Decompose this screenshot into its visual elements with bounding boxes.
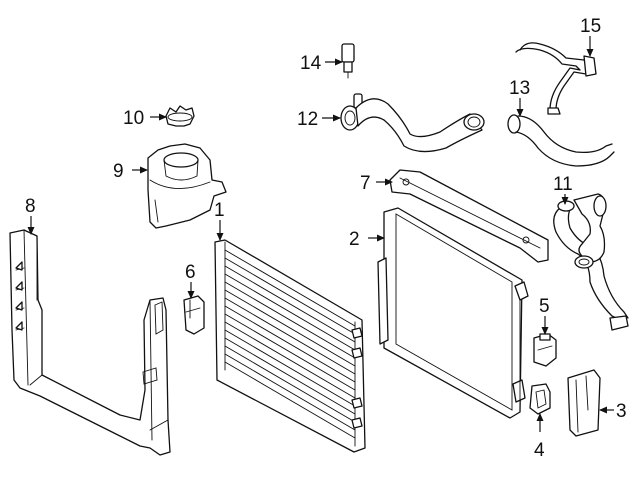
part-4-grommet[interactable] [529, 383, 551, 415]
part-13-lower-hose[interactable] [507, 114, 615, 167]
part-10-cap[interactable] [165, 105, 195, 127]
part-14-sensor[interactable] [341, 43, 355, 79]
callout-13: 13 [509, 78, 530, 99]
callout-7: 7 [360, 173, 371, 194]
callout-12: 12 [297, 109, 318, 130]
callout-3: 3 [616, 401, 627, 422]
part-2-radiator[interactable] [377, 207, 529, 419]
callout-4: 4 [534, 440, 545, 461]
part-7-upper-bracket[interactable] [389, 169, 549, 263]
callout-9: 9 [113, 161, 124, 182]
callout-labels: 1 2 3 4 5 6 7 8 9 10 11 12 13 14 15 [25, 16, 627, 461]
part-12-upper-hose[interactable] [340, 93, 485, 153]
callout-leaders [27, 36, 614, 432]
part-11-hose-assembly[interactable] [553, 193, 629, 331]
callout-5: 5 [539, 296, 550, 317]
part-15-pipe[interactable] [515, 42, 597, 115]
callout-15: 15 [580, 16, 601, 37]
callout-14: 14 [300, 53, 322, 74]
callout-6: 6 [185, 262, 196, 283]
part-6-bracket[interactable] [183, 295, 205, 335]
part-8-radiator-support[interactable] [9, 229, 171, 456]
part-5-sensor[interactable] [533, 333, 557, 367]
part-9-expansion-tank[interactable] [147, 143, 227, 229]
callout-8: 8 [25, 196, 36, 217]
callout-2: 2 [349, 229, 360, 250]
part-1-condenser[interactable] [214, 239, 366, 453]
callout-10: 10 [123, 108, 144, 129]
part-3-air-guide[interactable] [567, 369, 601, 437]
callout-11: 11 [553, 174, 573, 195]
callout-1: 1 [214, 200, 225, 221]
